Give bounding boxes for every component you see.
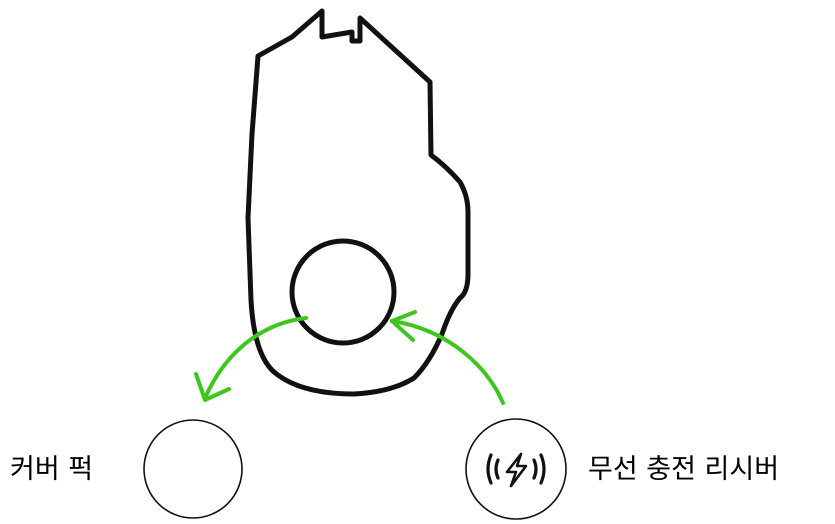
remove-arrow-head [194, 372, 231, 402]
insert-arrow-curve [390, 319, 505, 405]
mouse-body-outline [245, 8, 471, 397]
remove-arrow-curve [203, 316, 308, 400]
cover-puck-label: 커버 퍽 [10, 454, 94, 485]
insert-arrow-head [390, 310, 417, 342]
wireless-charging-bolt-icon [486, 452, 546, 488]
receiver-puck-circle [465, 418, 567, 520]
puck-slot-circle [289, 238, 397, 346]
cover-puck-circle [143, 419, 243, 519]
wireless-charging-receiver-label: 무선 충전 리시버 [588, 454, 780, 485]
